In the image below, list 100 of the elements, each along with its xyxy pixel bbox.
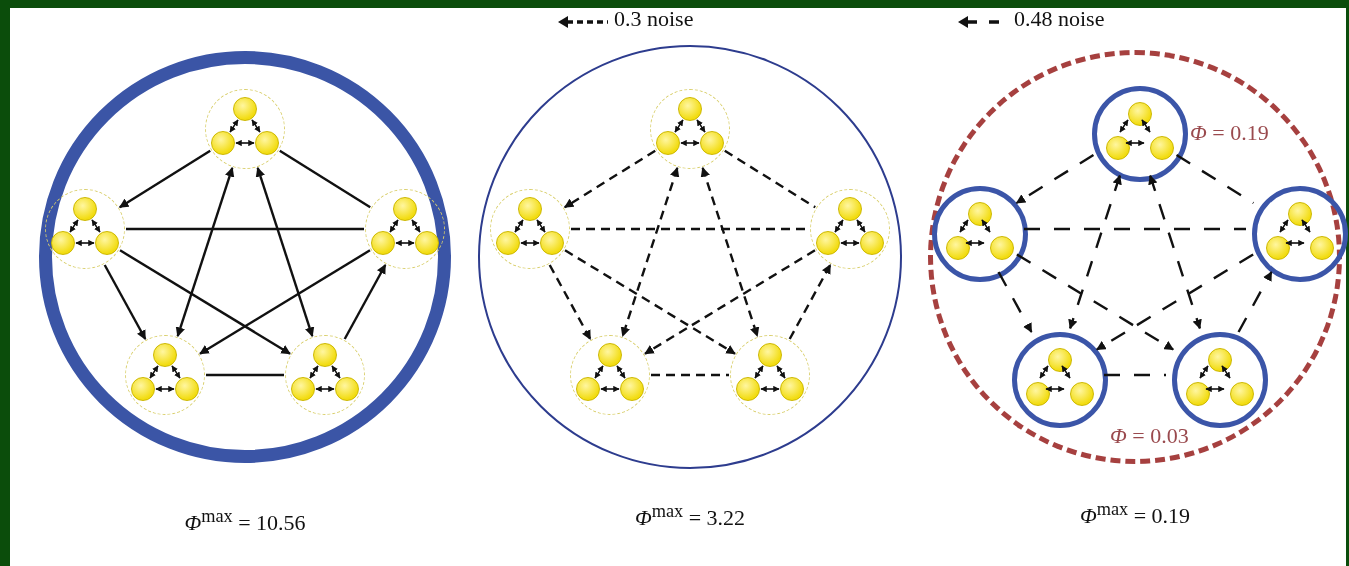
arrow xyxy=(1148,174,1202,330)
arrow xyxy=(395,239,415,247)
arrow xyxy=(91,219,101,233)
unit-circle xyxy=(517,196,542,221)
phi-max-value: Φ$^{max}$ = 0.19 xyxy=(1079,499,1191,530)
unit-circle xyxy=(946,236,970,260)
unit-circle xyxy=(1186,382,1210,406)
arrow xyxy=(834,219,844,233)
arrow xyxy=(389,219,399,233)
arrow xyxy=(1285,239,1305,247)
arrow xyxy=(309,365,319,379)
arrow xyxy=(981,219,991,233)
unit-circle xyxy=(495,230,520,255)
arrow xyxy=(674,119,684,133)
unit-circle xyxy=(1106,136,1130,160)
complex-circle xyxy=(932,186,1028,282)
arrow xyxy=(776,365,786,379)
arrow xyxy=(965,239,985,247)
unit-circle xyxy=(619,376,644,401)
unit-circle xyxy=(370,230,395,255)
arrow xyxy=(411,219,421,233)
unit-circle xyxy=(968,202,992,226)
unit-circle xyxy=(334,376,359,401)
unit-circle xyxy=(779,376,804,401)
arrow xyxy=(343,264,387,340)
arrow xyxy=(616,365,626,379)
arrow xyxy=(1016,253,1174,351)
unit-circle xyxy=(152,342,177,367)
arrow xyxy=(69,219,79,233)
connector-line xyxy=(1104,373,1166,377)
arrow xyxy=(696,119,706,133)
arrow xyxy=(331,365,341,379)
arrow xyxy=(251,119,261,133)
arrow xyxy=(1125,139,1145,147)
arrow xyxy=(1039,365,1049,379)
arrow xyxy=(149,365,159,379)
connector-line xyxy=(1175,153,1255,205)
arrow xyxy=(644,249,816,355)
arrow xyxy=(75,239,95,247)
unit-circle xyxy=(1150,136,1174,160)
arrow xyxy=(1221,365,1231,379)
arrow xyxy=(520,239,540,247)
arrow xyxy=(788,264,832,340)
arrow xyxy=(856,219,866,233)
arrow xyxy=(959,219,969,233)
arrow xyxy=(235,139,255,147)
arrow xyxy=(1199,365,1209,379)
arrow xyxy=(229,119,239,133)
arrow xyxy=(119,249,291,355)
arrow xyxy=(315,385,335,393)
unit-circle xyxy=(1230,382,1254,406)
arrow xyxy=(118,149,211,209)
unit-circle xyxy=(232,96,257,121)
unit-circle xyxy=(815,230,840,255)
unit-circle xyxy=(1288,202,1312,226)
unit-circle xyxy=(94,230,119,255)
arrow xyxy=(1068,174,1122,330)
arrow xyxy=(199,249,371,355)
legend-text: 0.48 noise xyxy=(1014,6,1105,32)
arrow xyxy=(680,139,700,147)
unit-circle xyxy=(1310,236,1334,260)
connector-line xyxy=(206,373,284,377)
unit-circle xyxy=(210,130,235,155)
unit-circle xyxy=(990,236,1014,260)
unit-circle xyxy=(699,130,724,155)
phi-max-value: Φ$^{max}$ = 3.22 xyxy=(634,501,746,532)
arrow xyxy=(997,271,1033,333)
unit-circle xyxy=(1208,348,1232,372)
arrow xyxy=(1301,219,1311,233)
legend-text: 0.3 noise xyxy=(614,6,694,32)
arrow xyxy=(1061,365,1071,379)
arrow xyxy=(840,239,860,247)
arrow xyxy=(1119,119,1129,133)
unit-circle xyxy=(72,196,97,221)
arrow xyxy=(1279,219,1289,233)
arrow xyxy=(620,167,680,337)
arrow xyxy=(1096,253,1254,351)
connector-line xyxy=(279,149,371,209)
unit-circle xyxy=(1048,348,1072,372)
arrow xyxy=(255,167,315,337)
unit-circle xyxy=(655,130,680,155)
unit-circle xyxy=(677,96,702,121)
unit-circle xyxy=(174,376,199,401)
arrow xyxy=(563,149,656,209)
arrow xyxy=(548,264,592,340)
connector-line xyxy=(724,149,816,209)
complex-circle xyxy=(1012,332,1108,428)
arrow xyxy=(175,167,235,337)
unit-circle xyxy=(735,376,760,401)
arrow xyxy=(754,365,764,379)
arrow xyxy=(536,219,546,233)
arrow xyxy=(514,219,524,233)
arrow xyxy=(155,385,175,393)
unit-circle xyxy=(859,230,884,255)
complex-circle xyxy=(1172,332,1268,428)
connector-line xyxy=(651,373,729,377)
unit-circle xyxy=(757,342,782,367)
unit-circle xyxy=(414,230,439,255)
complex-circle xyxy=(1092,86,1188,182)
unit-circle xyxy=(392,196,417,221)
